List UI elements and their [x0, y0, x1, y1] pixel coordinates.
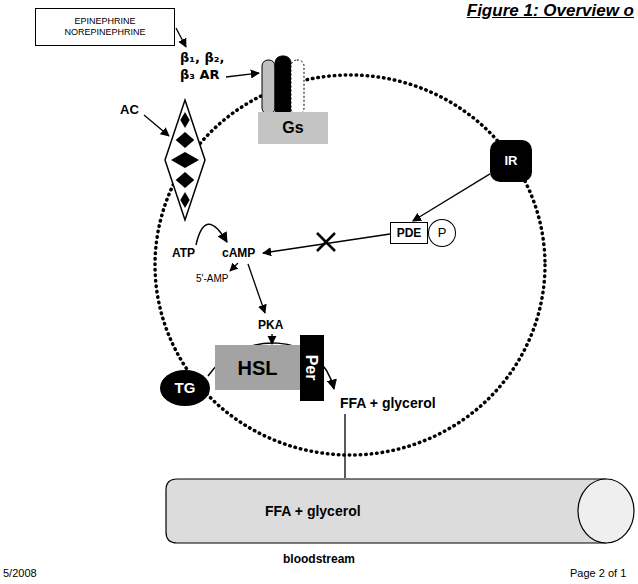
receptor-helix [275, 56, 291, 116]
cyclase-pattern [176, 172, 195, 188]
cyclase-pattern [176, 132, 195, 148]
node-text: TG [175, 379, 196, 397]
enzyme-label: PKA [258, 318, 283, 334]
bloodstream-vessel: FFA + glycerol [165, 478, 635, 544]
cyclase-pattern [171, 152, 199, 168]
hsl-box: HSL [215, 345, 300, 390]
node-text: P [438, 225, 447, 241]
molecule-label: ATP [172, 246, 195, 262]
vessel-end [578, 479, 634, 543]
pde-box: PDE [390, 222, 428, 244]
receptor-helix [262, 60, 275, 114]
receptor-label: β₁, β₂, β₃ AR [180, 50, 242, 84]
node-text: PDE [397, 226, 422, 240]
degradation-arrow [230, 263, 238, 271]
enzyme-label: AC [120, 102, 139, 119]
inhibition-line [263, 234, 390, 253]
conversion-arrow [196, 224, 227, 245]
cyclase-arrow [144, 115, 169, 136]
cell-membrane [155, 75, 545, 455]
adenylyl-cyclase [165, 100, 205, 220]
receptor-helix [291, 60, 304, 114]
triglyceride-ellipse: TG [160, 370, 210, 406]
figure-title: Figure 1: Overview o [467, 0, 634, 22]
activation-arrow [248, 264, 265, 313]
hormone-arrow [176, 28, 186, 47]
product-label: FFA + glycerol [340, 394, 436, 412]
cyclase-pattern [180, 192, 189, 208]
phosphate-circle: P [428, 219, 456, 247]
receptor-arrow [226, 73, 259, 77]
molecule-label: 5'-AMP [196, 272, 228, 285]
vessel-body [166, 479, 606, 543]
cyclase-pattern [180, 112, 189, 128]
inhibition-x [317, 233, 335, 251]
node-text: IR [505, 153, 518, 169]
vessel-outline [165, 478, 635, 544]
node-text: HSL [238, 356, 278, 380]
molecule-label: cAMP [222, 246, 255, 262]
inhibition-x [317, 233, 335, 251]
footer-page: Page 2 of 1 [570, 566, 626, 580]
hormone-box: EPINEPHRINE NOREPINEPHRINE [35, 8, 175, 46]
node-text: Per [302, 355, 321, 381]
node-text: EPINEPHRINE NOREPINEPHRINE [55, 16, 155, 38]
signal-arrow [413, 174, 490, 221]
release-line [344, 414, 345, 478]
footer-date: 5/2008 [3, 566, 37, 580]
node-text: Gs [282, 118, 303, 137]
insulin-receptor: IR [490, 140, 532, 182]
node-text: FFA + glycerol [265, 503, 361, 520]
vessel-label: bloodstream [283, 552, 355, 568]
g-protein-box: Gs [258, 112, 328, 144]
perilipin-box: Per [300, 335, 324, 401]
